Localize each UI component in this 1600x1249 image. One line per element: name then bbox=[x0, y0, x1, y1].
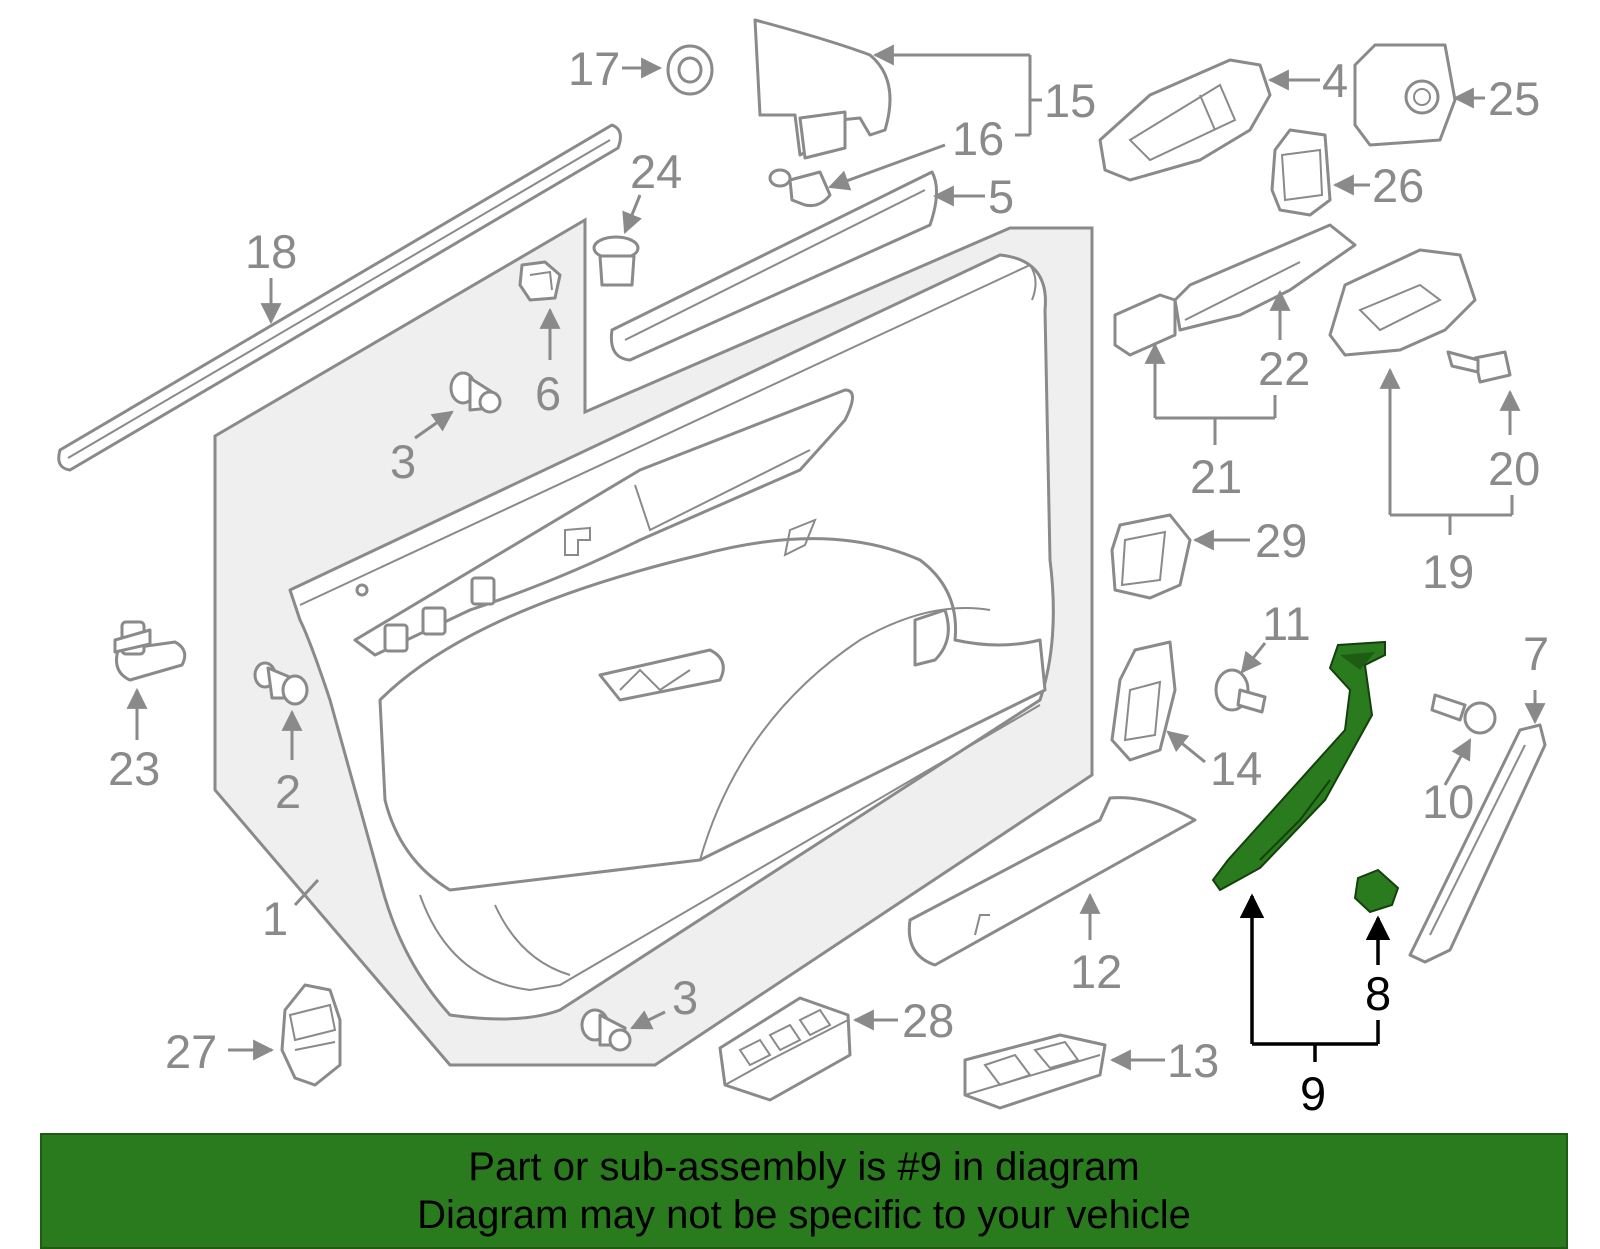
callout-20: 20 bbox=[1488, 442, 1540, 495]
clip-6 bbox=[518, 260, 562, 302]
fastener-3-upper bbox=[449, 371, 502, 414]
handle-housing-19 bbox=[1328, 248, 1477, 357]
callout-15: 15 bbox=[1044, 74, 1096, 127]
banner-line-2: Diagram may not be specific to your vehi… bbox=[417, 1193, 1191, 1237]
callout-12: 12 bbox=[1070, 945, 1122, 998]
screw-11 bbox=[1214, 668, 1267, 714]
seat-switch-26 bbox=[1270, 128, 1332, 217]
handle-bezel-14 bbox=[1110, 640, 1177, 762]
callout-5: 5 bbox=[988, 170, 1014, 223]
callout-24: 24 bbox=[630, 145, 682, 198]
clip-24 bbox=[592, 235, 640, 287]
callout-14: 14 bbox=[1210, 742, 1262, 795]
callout-28: 28 bbox=[902, 994, 954, 1047]
callout-27: 27 bbox=[165, 1025, 217, 1078]
screw-20 bbox=[1446, 350, 1512, 384]
mirror-switch-25 bbox=[1353, 43, 1457, 147]
callout-16: 16 bbox=[952, 112, 1004, 165]
callout-26: 26 bbox=[1372, 159, 1424, 212]
callout-22: 22 bbox=[1258, 342, 1310, 395]
callout-4: 4 bbox=[1322, 54, 1348, 107]
banner-line-1: Part or sub-assembly is #9 in diagram bbox=[468, 1145, 1140, 1189]
callout-23: 23 bbox=[108, 742, 160, 795]
callout-29: 29 bbox=[1255, 514, 1307, 567]
highlighted-part-8 bbox=[1353, 868, 1400, 914]
retainer-23 bbox=[113, 620, 187, 682]
info-banner: Part or sub-assembly is #9 in diagram Di… bbox=[40, 1133, 1568, 1249]
molding-5 bbox=[609, 170, 938, 362]
callout-18: 18 bbox=[245, 225, 297, 278]
fastener-2 bbox=[253, 661, 309, 706]
callout-7: 7 bbox=[1523, 627, 1549, 680]
callout-2: 2 bbox=[275, 765, 301, 818]
trim-strip-7 bbox=[1408, 723, 1547, 964]
weatherstrip-18 bbox=[57, 123, 622, 472]
window-switch-28 bbox=[718, 996, 852, 1102]
callout-3-upper: 3 bbox=[390, 435, 416, 488]
leader-1 bbox=[293, 878, 320, 907]
trim-strip-12 bbox=[907, 796, 1197, 967]
callout-8: 8 bbox=[1365, 967, 1391, 1020]
callout-9: 9 bbox=[1300, 1067, 1326, 1120]
switch-27 bbox=[280, 983, 342, 1087]
callout-1: 1 bbox=[262, 892, 288, 945]
release-handle-21-22 bbox=[1113, 223, 1357, 357]
callout-25: 25 bbox=[1488, 72, 1540, 125]
callout-17: 17 bbox=[568, 42, 620, 95]
switch-panel-13 bbox=[963, 1033, 1107, 1110]
fastener-3-lower bbox=[580, 1008, 632, 1052]
callout-6: 6 bbox=[535, 367, 561, 420]
door-handle-4 bbox=[1098, 58, 1272, 182]
highlighted-part-9 bbox=[1211, 640, 1386, 892]
callout-21: 21 bbox=[1190, 450, 1242, 503]
callout-3-lower: 3 bbox=[672, 971, 698, 1024]
callout-10: 10 bbox=[1422, 775, 1474, 828]
callout-13: 13 bbox=[1167, 1034, 1219, 1087]
screw-10 bbox=[1430, 693, 1497, 735]
plug-17 bbox=[666, 44, 714, 96]
mirror-cover-15 bbox=[753, 18, 892, 160]
callout-11: 11 bbox=[1262, 597, 1311, 650]
switch-29 bbox=[1110, 513, 1192, 600]
clip-16 bbox=[768, 168, 832, 207]
callout-19: 19 bbox=[1422, 545, 1474, 598]
